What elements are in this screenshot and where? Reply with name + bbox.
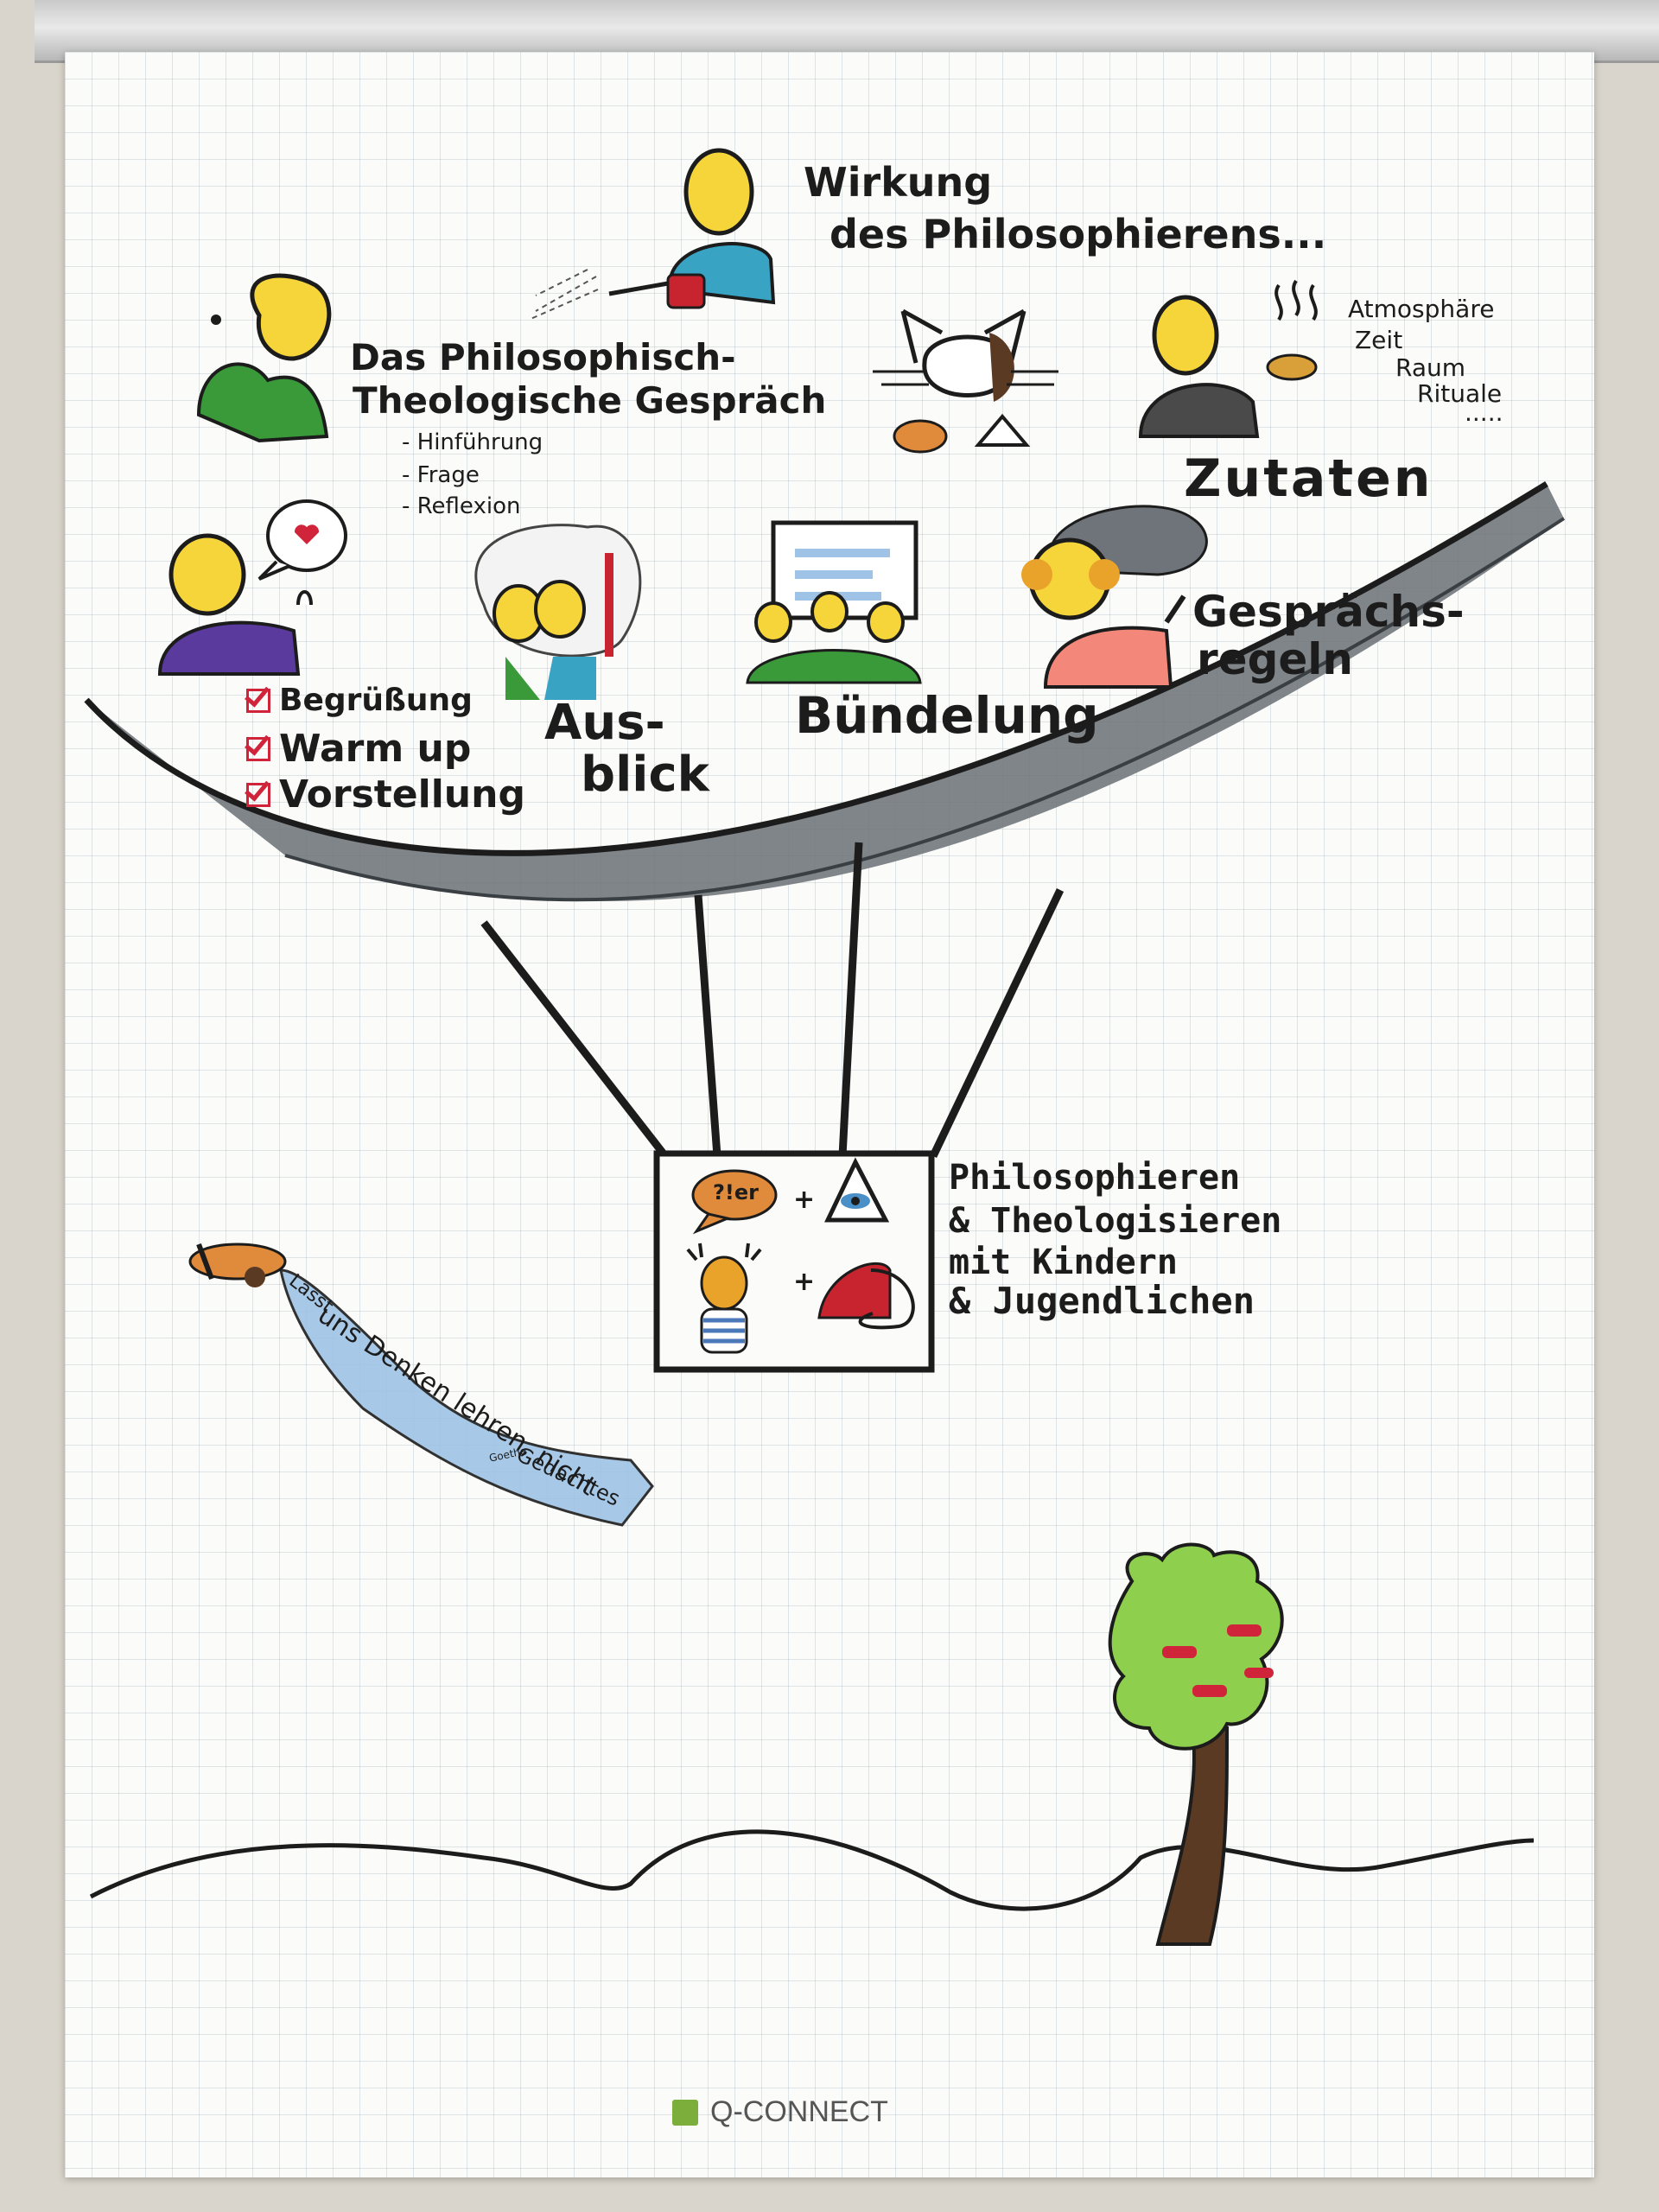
title-line-1: Wirkung <box>804 159 993 206</box>
zutaten-item: Zeit <box>1355 326 1403 354</box>
all-seeing-eye-icon <box>824 1157 890 1223</box>
ausblick-line-2: blick <box>581 747 709 803</box>
basket-speech-text: ?!er <box>713 1180 759 1205</box>
checklist-item: Vorstellung <box>246 772 525 817</box>
speech-bubble-icon <box>691 1169 778 1235</box>
person-greeting-icon <box>157 499 347 676</box>
banner-background <box>279 1268 654 1527</box>
zutaten-label: Zutaten <box>1184 448 1433 509</box>
zutaten-item: ..... <box>1465 398 1503 427</box>
zutaten-item: Rituale <box>1417 379 1503 408</box>
person-rules-icon <box>1021 505 1208 689</box>
buendelung-label: Bündelung <box>795 686 1099 745</box>
checklist-item: Begrüßung <box>246 683 473 718</box>
person-serving-icon <box>1138 279 1318 438</box>
checkbox-checked-icon <box>246 783 270 808</box>
q-connect-logo-icon <box>672 2099 698 2126</box>
basket-label-line: & Theologisieren <box>949 1201 1282 1241</box>
brand-name: Q-CONNECT <box>710 2095 888 2128</box>
brand-logo: Q-CONNECT <box>672 2095 888 2129</box>
basket-label-line: Philosophieren <box>949 1158 1241 1198</box>
person-talking-icon <box>196 273 332 443</box>
presentation-screen-icon <box>746 520 922 684</box>
checklist-item: Warm up <box>246 727 471 772</box>
gespraech-item: - Frage <box>402 462 480 488</box>
checkbox-checked-icon <box>246 737 270 762</box>
gespraechsregeln-line-2: regeln <box>1197 634 1354 684</box>
airplane-icon <box>188 1243 287 1287</box>
gespraech-item: - Hinführung <box>402 429 543 455</box>
tree-icon <box>1108 1542 1284 1946</box>
basket-plus: + <box>793 1267 816 1297</box>
zutaten-item: Atmosphäre <box>1348 295 1495 323</box>
gespraech-title-2: Theologische Gespräch <box>353 379 827 422</box>
basket-label-line: & Jugendlichen <box>949 1280 1255 1322</box>
people-looking-out-icon <box>474 524 642 700</box>
balloon-ropes <box>480 842 1065 1159</box>
gespraech-item: - Reflexion <box>402 493 521 519</box>
child-icon <box>686 1243 762 1354</box>
cat-icon <box>873 308 1058 454</box>
ausblick-line-1: Aus- <box>544 695 665 751</box>
person-watering-can-icon <box>528 148 776 321</box>
gespraech-title-1: Das Philosophisch- <box>350 336 736 378</box>
hills-line <box>89 1829 1535 1911</box>
gespraechsregeln-line-1: Gesprächs- <box>1192 587 1465 637</box>
title-line-2: des Philosophierens... <box>830 211 1327 257</box>
checkbox-checked-icon <box>246 688 270 713</box>
basket-plus: + <box>793 1185 816 1215</box>
basket-label-line: mit Kindern <box>949 1243 1178 1282</box>
zutaten-item: Raum <box>1395 353 1466 382</box>
cap-icon <box>817 1262 915 1330</box>
